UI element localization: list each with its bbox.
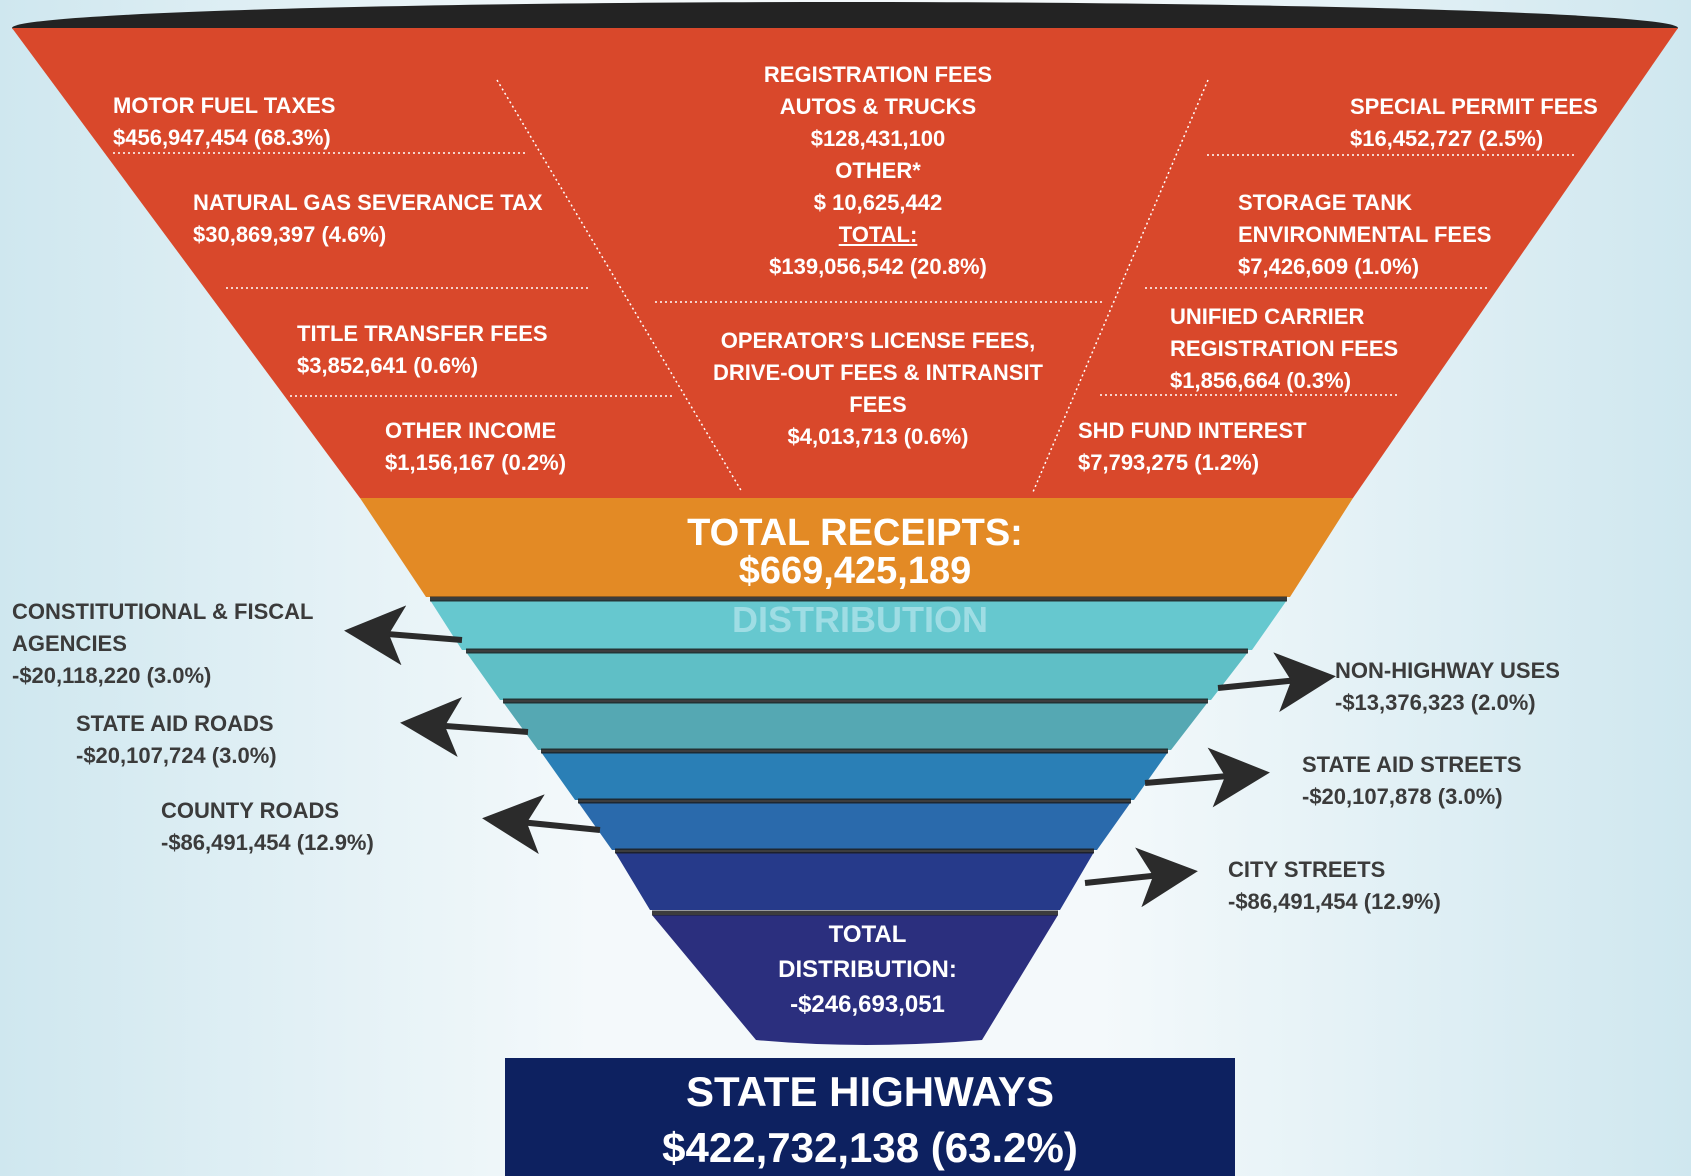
arrow-non-highway <box>1217 652 1336 713</box>
total-distribution-line1: TOTAL <box>828 921 907 948</box>
distribution-band-5 <box>578 802 1131 850</box>
storage-tank-value: $7,426,609 (1.0%) <box>1238 254 1420 279</box>
title-transfer-fees: TITLE TRANSFER FEES $3,852,641 (0.6%) <box>297 318 548 382</box>
state-aid-roads-value: -$20,107,724 (3.0%) <box>76 743 277 768</box>
state-aid-streets-value: -$20,107,878 (3.0%) <box>1302 784 1503 809</box>
distribution-band-4 <box>541 752 1168 800</box>
county-roads: COUNTY ROADS -$86,491,454 (12.9%) <box>161 795 374 859</box>
total-receipts-value: $669,425,189 <box>738 550 972 592</box>
distribution-heading: DISTRIBUTION <box>732 599 988 640</box>
shd-interest-name: SHD FUND INTEREST <box>1078 418 1307 443</box>
total-distribution-section <box>652 915 1058 1045</box>
non-highway-uses: NON-HIGHWAY USES -$13,376,323 (2.0%) <box>1335 655 1560 719</box>
natural-gas-name: NATURAL GAS SEVERANCE TAX <box>193 190 543 215</box>
registration-total-label: TOTAL: <box>838 222 918 247</box>
band-edges <box>430 596 1287 916</box>
registration-autos-label: AUTOS & TRUCKS <box>779 94 977 119</box>
state-highways-title: STATE HIGHWAYS <box>686 1068 1054 1115</box>
registration-other-label: OTHER* <box>835 158 921 183</box>
arrow-state-aid-streets <box>1144 747 1270 808</box>
receipts-dividers <box>113 79 1577 493</box>
unified-carrier-value: $1,856,664 (0.3%) <box>1170 368 1352 393</box>
registration-title: REGISTRATION FEES <box>763 62 993 87</box>
registration-autos-value: $128,431,100 <box>810 126 946 151</box>
total-distribution-line2: DISTRIBUTION: <box>778 956 957 983</box>
total-receipts-label: TOTAL RECEIPTS: <box>687 512 1023 554</box>
county-roads-name: COUNTY ROADS <box>161 798 340 823</box>
storage-tank-fees: STORAGE TANK ENVIRONMENTAL FEES $7,426,6… <box>1238 187 1491 283</box>
shd-fund-interest: SHD FUND INTEREST $7,793,275 (1.2%) <box>1078 415 1307 479</box>
state-aid-streets-name: STATE AID STREETS <box>1302 752 1522 777</box>
city-streets-value: -$86,491,454 (12.9%) <box>1228 889 1441 914</box>
operator-line1: OPERATOR’S LICENSE FEES, <box>720 328 1036 353</box>
city-streets: CITY STREETS -$86,491,454 (12.9%) <box>1228 854 1441 918</box>
natural-gas-severance-tax: NATURAL GAS SEVERANCE TAX $30,869,397 (4… <box>193 187 543 251</box>
distribution-band-1 <box>430 600 1287 650</box>
state-highways-value: $422,732,138 (63.2%) <box>662 1124 1078 1171</box>
distribution-band-2 <box>466 652 1248 700</box>
special-permit-value: $16,452,727 (2.5%) <box>1350 126 1544 151</box>
registration-fees: REGISTRATION FEES AUTOS & TRUCKS $128,43… <box>678 59 1078 283</box>
state-aid-streets: STATE AID STREETS -$20,107,878 (3.0%) <box>1302 749 1522 813</box>
receipts-section <box>12 28 1678 498</box>
unified-carrier-line2: REGISTRATION FEES <box>1170 336 1399 361</box>
non-highway-name: NON-HIGHWAY USES <box>1335 658 1560 683</box>
other-income: OTHER INCOME $1,156,167 (0.2%) <box>385 415 566 479</box>
constitutional-line1: CONSTITUTIONAL & FISCAL <box>12 599 314 624</box>
special-permit-name: SPECIAL PERMIT FEES <box>1350 94 1598 119</box>
other-income-name: OTHER INCOME <box>385 418 557 443</box>
motor-fuel-taxes: MOTOR FUEL TAXES $456,947,454 (68.3%) <box>113 90 335 154</box>
county-roads-value: -$86,491,454 (12.9%) <box>161 830 374 855</box>
total-distribution: TOTAL DISTRIBUTION: -$246,693,051 <box>705 917 1030 1022</box>
state-aid-roads-name: STATE AID ROADS <box>76 711 274 736</box>
state-aid-roads: STATE AID ROADS -$20,107,724 (3.0%) <box>76 708 277 772</box>
natural-gas-value: $30,869,397 (4.6%) <box>193 222 387 247</box>
storage-tank-line1: STORAGE TANK <box>1238 190 1412 215</box>
constitutional-fiscal-agencies: CONSTITUTIONAL & FISCAL AGENCIES -$20,11… <box>12 596 313 692</box>
operator-line3: FEES <box>849 392 907 417</box>
arrow-constitutional <box>344 605 463 666</box>
total-distribution-value: -$246,693,051 <box>790 991 945 1018</box>
unified-carrier-line1: UNIFIED CARRIER <box>1170 304 1365 329</box>
other-income-value: $1,156,167 (0.2%) <box>385 450 567 475</box>
operator-license-fees: OPERATOR’S LICENSE FEES, DRIVE-OUT FEES … <box>678 325 1078 453</box>
total-receipts-band <box>360 498 1353 597</box>
constitutional-value: -$20,118,220 (3.0%) <box>12 663 212 688</box>
city-streets-name: CITY STREETS <box>1228 857 1386 882</box>
distribution-band-3 <box>503 702 1208 750</box>
title-transfer-name: TITLE TRANSFER FEES <box>297 321 548 346</box>
registration-other-value: $ 10,625,442 <box>813 190 943 215</box>
motor-fuel-value: $456,947,454 (68.3%) <box>113 125 331 150</box>
registration-total-value: $139,056,542 (20.8%) <box>769 254 987 279</box>
arrow-city-streets <box>1084 847 1198 908</box>
arrow-county-roads <box>482 794 601 855</box>
motor-fuel-name: MOTOR FUEL TAXES <box>113 93 336 118</box>
constitutional-line2: AGENCIES <box>12 631 127 656</box>
unified-carrier-fees: UNIFIED CARRIER REGISTRATION FEES $1,856… <box>1170 301 1398 397</box>
storage-tank-line2: ENVIRONMENTAL FEES <box>1238 222 1492 247</box>
title-transfer-value: $3,852,641 (0.6%) <box>297 353 479 378</box>
distribution-band-6 <box>615 852 1094 910</box>
shd-interest-value: $7,793,275 (1.2%) <box>1078 450 1260 475</box>
special-permit-fees: SPECIAL PERMIT FEES $16,452,727 (2.5%) <box>1350 91 1598 155</box>
arrows <box>344 605 1336 908</box>
non-highway-value: -$13,376,323 (2.0%) <box>1335 690 1536 715</box>
state-highways-box: STATE HIGHWAYS $422,732,138 (63.2%) <box>505 1058 1235 1176</box>
arrow-state-aid-roads <box>400 697 529 757</box>
operator-value: $4,013,713 (0.6%) <box>787 424 969 449</box>
operator-line2: DRIVE-OUT FEES & INTRANSIT <box>712 360 1043 385</box>
total-receipts: TOTAL RECEIPTS: $669,425,189 <box>620 514 1090 590</box>
